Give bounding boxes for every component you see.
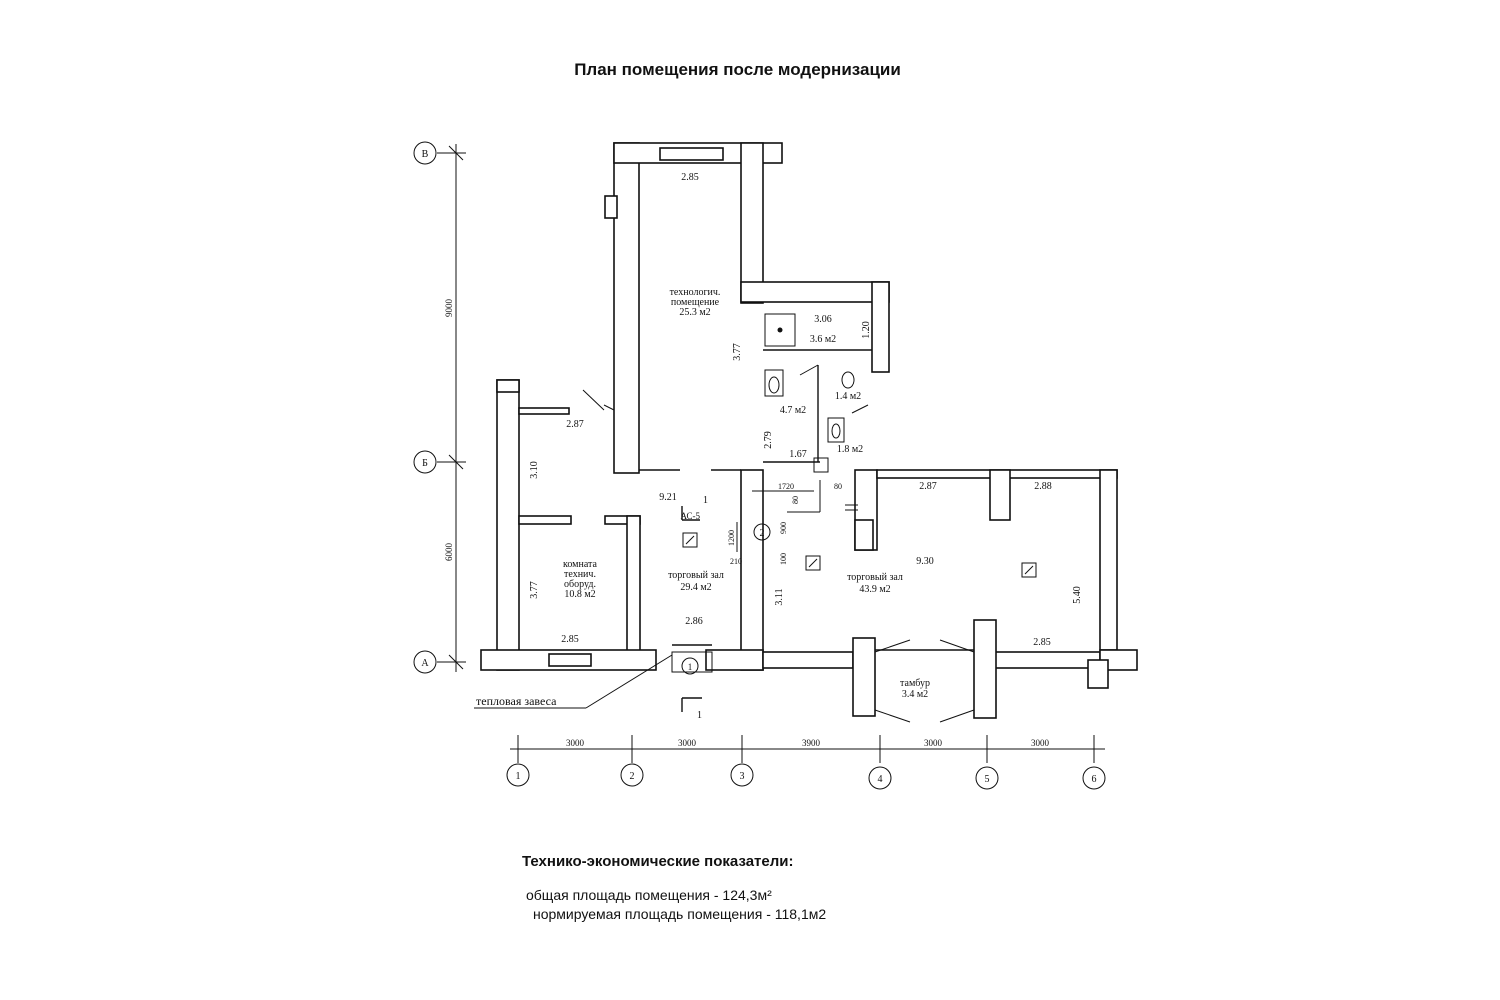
hall-right-left-depth: 3.11	[774, 588, 785, 605]
dim-1720: 1720	[778, 482, 794, 491]
page-title: План помещения после модернизации	[574, 60, 901, 79]
hall-right-length: 9.30	[916, 556, 934, 567]
tech-length: 3.77	[732, 343, 743, 361]
equipment-depth: 3.77	[529, 581, 540, 599]
section-markers: 1 АС-5 1 2 1	[680, 495, 1037, 721]
washbasin-icon	[827, 417, 845, 443]
section-sheet: АС-5	[680, 511, 700, 521]
column-label-3: 3	[740, 771, 745, 782]
hall-left-width: 2.86	[685, 616, 703, 627]
tech-width: 2.85	[681, 172, 699, 183]
node-label-1: 1	[688, 662, 693, 672]
hall-right-name: торговый зал	[847, 572, 903, 583]
wc-top-width: 3.06	[814, 314, 832, 325]
walls	[480, 142, 1138, 723]
tech-area: 25.3 м2	[679, 307, 710, 318]
axis-bubble-b	[413, 450, 437, 474]
tep-heading: Технико-экономические показатели:	[522, 853, 794, 870]
room-labels: 2.85 технологич. помещение 25.3 м2 3.77 …	[529, 172, 1083, 700]
hatch-mark-left	[682, 532, 698, 548]
dim-210: 210	[730, 557, 742, 566]
axis-bubble-a	[413, 650, 437, 674]
equipment-area: 10.8 м2	[564, 589, 595, 600]
axis-bubble-v	[413, 141, 437, 165]
detail-dimensions: 1720 80 80 1200 900 210 100	[727, 482, 842, 566]
tep-normed-area: нормируемая площадь помещения - 118,1м2	[533, 906, 827, 922]
column-span-4: 3000	[924, 738, 943, 748]
column-label-5: 5	[985, 774, 990, 785]
tech-name-1: технологич.	[670, 287, 721, 298]
axis-label-a: А	[421, 658, 429, 669]
hall-left-length: 9.21	[659, 492, 677, 503]
wc-top-area: 3.6 м2	[810, 334, 836, 345]
node-marker-2	[753, 523, 771, 541]
tech-name-2: помещение	[671, 297, 720, 308]
hall-left-area: 29.4 м2	[680, 582, 711, 593]
thermal-curtain-unit	[671, 651, 713, 673]
sink-icon	[764, 313, 796, 347]
dim-80-b: 80	[834, 482, 842, 491]
section-cut-top: 1	[703, 495, 708, 506]
column-span-1: 3000	[566, 738, 585, 748]
node-label-2: 2	[760, 528, 765, 539]
wc-right-top-area: 1.4 м2	[835, 391, 861, 402]
node-marker-1	[681, 657, 699, 675]
toilet-icon-right	[841, 371, 855, 389]
column-span-3: 3900	[802, 738, 821, 748]
equipment-name-1: комната	[563, 559, 598, 570]
thermal-curtain-label: тепловая завеса	[476, 694, 557, 708]
column-label-4: 4	[878, 774, 883, 785]
hall-left-name: торговый зал	[668, 570, 724, 581]
dim-100: 100	[779, 553, 788, 565]
wc-left-width: 1.67	[789, 449, 807, 460]
hall-right-bottom-width: 2.85	[1033, 637, 1051, 648]
column-label-6: 6	[1092, 774, 1097, 785]
row-axis: В Б А 9000 6000	[413, 141, 466, 674]
equipment-name-2: технич.	[564, 569, 596, 580]
equipment-upper-depth: 3.10	[529, 461, 540, 479]
hatch-mark-center	[805, 555, 821, 571]
fixtures	[582, 313, 869, 513]
equipment-width: 2.85	[561, 634, 579, 645]
window-tech-side	[604, 195, 618, 219]
hall-right-depth: 5.40	[1072, 586, 1083, 604]
tep-total-area: общая площадь помещения - 124,3м²	[526, 887, 772, 903]
toilet-icon	[764, 369, 784, 397]
wc-right-bottom-area: 1.8 м2	[837, 444, 863, 455]
column-label-1: 1	[516, 771, 521, 782]
wc-left-depth: 2.79	[763, 431, 774, 449]
axis-label-v: В	[422, 149, 429, 160]
thermal-curtain-callout: тепловая завеса	[474, 654, 673, 709]
column-span-2: 3000	[678, 738, 697, 748]
wc-top-depth: 1.20	[861, 321, 872, 339]
dim-80-a: 80	[791, 496, 800, 504]
vestibule-name: тамбур	[900, 678, 930, 689]
column-label-2: 2	[630, 771, 635, 782]
equipment-name-3: оборуд.	[564, 579, 596, 590]
vestibule-area: 3.4 м2	[902, 689, 928, 700]
hall-right-area: 43.9 м2	[859, 584, 890, 595]
row-span-2: 6000	[444, 543, 454, 562]
dim-900: 900	[779, 522, 788, 534]
hall-right-width-b: 2.88	[1034, 481, 1052, 492]
row-span-1: 9000	[444, 299, 454, 318]
column-span-5: 3000	[1031, 738, 1050, 748]
hall-right-width-a: 2.87	[919, 481, 937, 492]
hatch-mark-right	[1021, 562, 1037, 578]
column-axis: 3000 3000 3900 3000 3000 1 2 3 4 5 6	[506, 735, 1106, 790]
wc-left-area: 4.7 м2	[780, 405, 806, 416]
window-equipment	[548, 653, 592, 667]
window-top	[659, 147, 724, 161]
dim-1200: 1200	[727, 530, 736, 546]
axis-label-b: Б	[422, 458, 428, 469]
equipment-top-width: 2.87	[566, 419, 584, 430]
section-cut-bottom: 1	[697, 710, 702, 721]
